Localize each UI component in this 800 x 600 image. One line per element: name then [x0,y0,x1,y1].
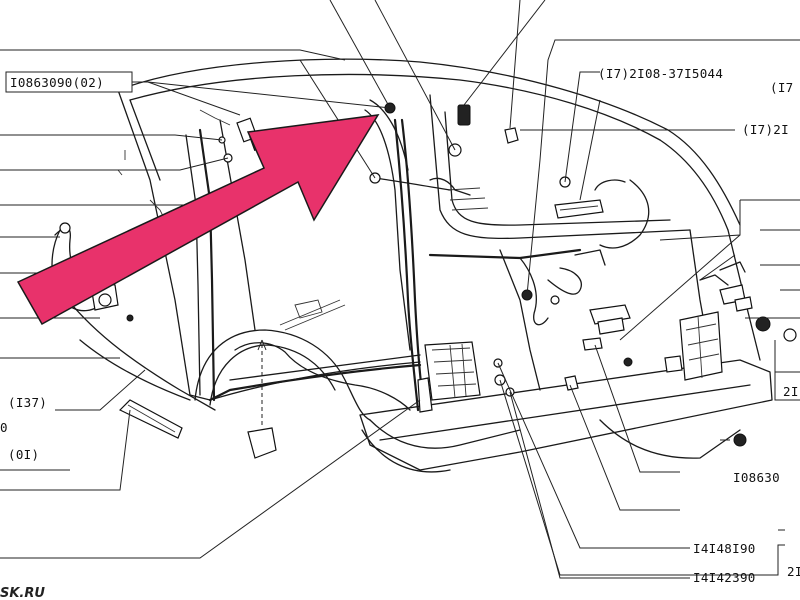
labels: I0863090(02) (I7)2I08-37I5044 (I7 (I7)2I… [0,66,800,600]
lamp-socket-icon [98,293,112,307]
clip-icon [504,127,519,144]
part-number-label: I4I42390 [693,570,756,585]
plate-lamp [582,304,631,351]
screw-icon [126,314,134,322]
leader-lines [0,0,800,579]
part-number-label: (I7 [770,80,793,95]
part-number-label: 2I [787,564,800,579]
bulb-icon [783,328,797,342]
part-number-label: (0I) [8,447,39,462]
highlight-arrow-icon [16,114,380,326]
watermark: SK.RU [0,586,45,600]
part-number-label: I4I48I90 [693,541,756,556]
parts [59,102,797,459]
part-number-label: I0863090(02) [10,75,104,90]
connector-icon [59,222,71,234]
part-number-label: (I37) [8,395,47,410]
part-number-label: (I7)2I08-37I5044 [598,66,723,81]
tail-lamp [664,311,723,381]
part-number-label: 2I [783,384,799,399]
license-lamp [554,199,604,219]
part-number-label: I08630 [733,470,780,485]
car-body [59,58,773,473]
wiring-harness [51,118,746,412]
bulb-icon [755,316,771,332]
part-number-label: 0 [0,420,8,435]
connector-icon [457,104,471,126]
connector-plug-icon [247,427,277,459]
rear-lamp-housing [417,341,481,413]
part-number-label: (I7)2I [742,122,789,137]
